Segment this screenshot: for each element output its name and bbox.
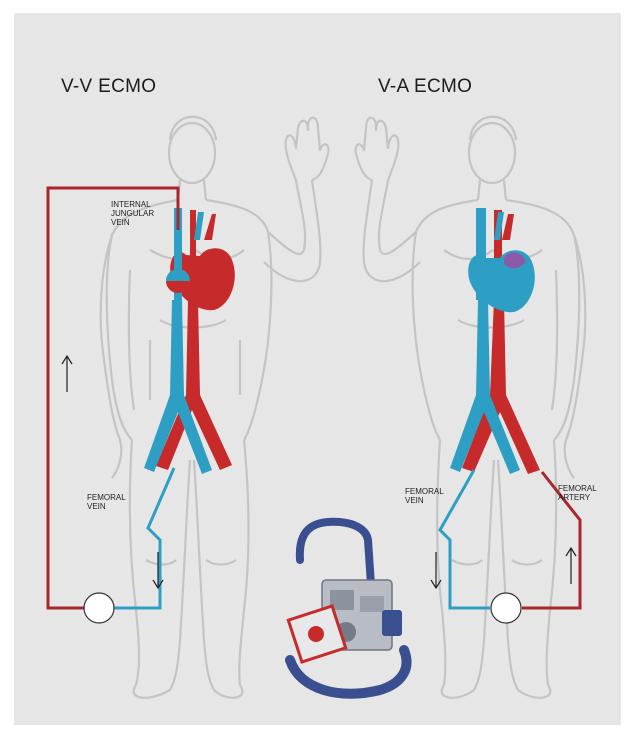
- ecmo-machine: [288, 522, 406, 694]
- right-femoral-vein-label: FEMORAL VEIN: [405, 487, 444, 505]
- left-ecmo-circuit: [48, 188, 178, 608]
- left-pump-oxygenator: [84, 593, 114, 623]
- right-pump-oxygenator: [491, 593, 521, 623]
- left-arrows: [62, 356, 163, 588]
- left-femoral-vein-label: FEMORAL VEIN: [87, 493, 126, 511]
- right-vessels: [450, 208, 540, 474]
- right-diagram-title: V-A ECMO: [378, 76, 472, 98]
- left-diagram-title: V-V ECMO: [61, 76, 156, 98]
- femoral-artery-label: FEMORAL ARTERY: [558, 484, 597, 502]
- internal-jugular-vein-label: INTERNAL JUNGULAR VEIN: [111, 200, 154, 227]
- left-vessels: [144, 208, 235, 474]
